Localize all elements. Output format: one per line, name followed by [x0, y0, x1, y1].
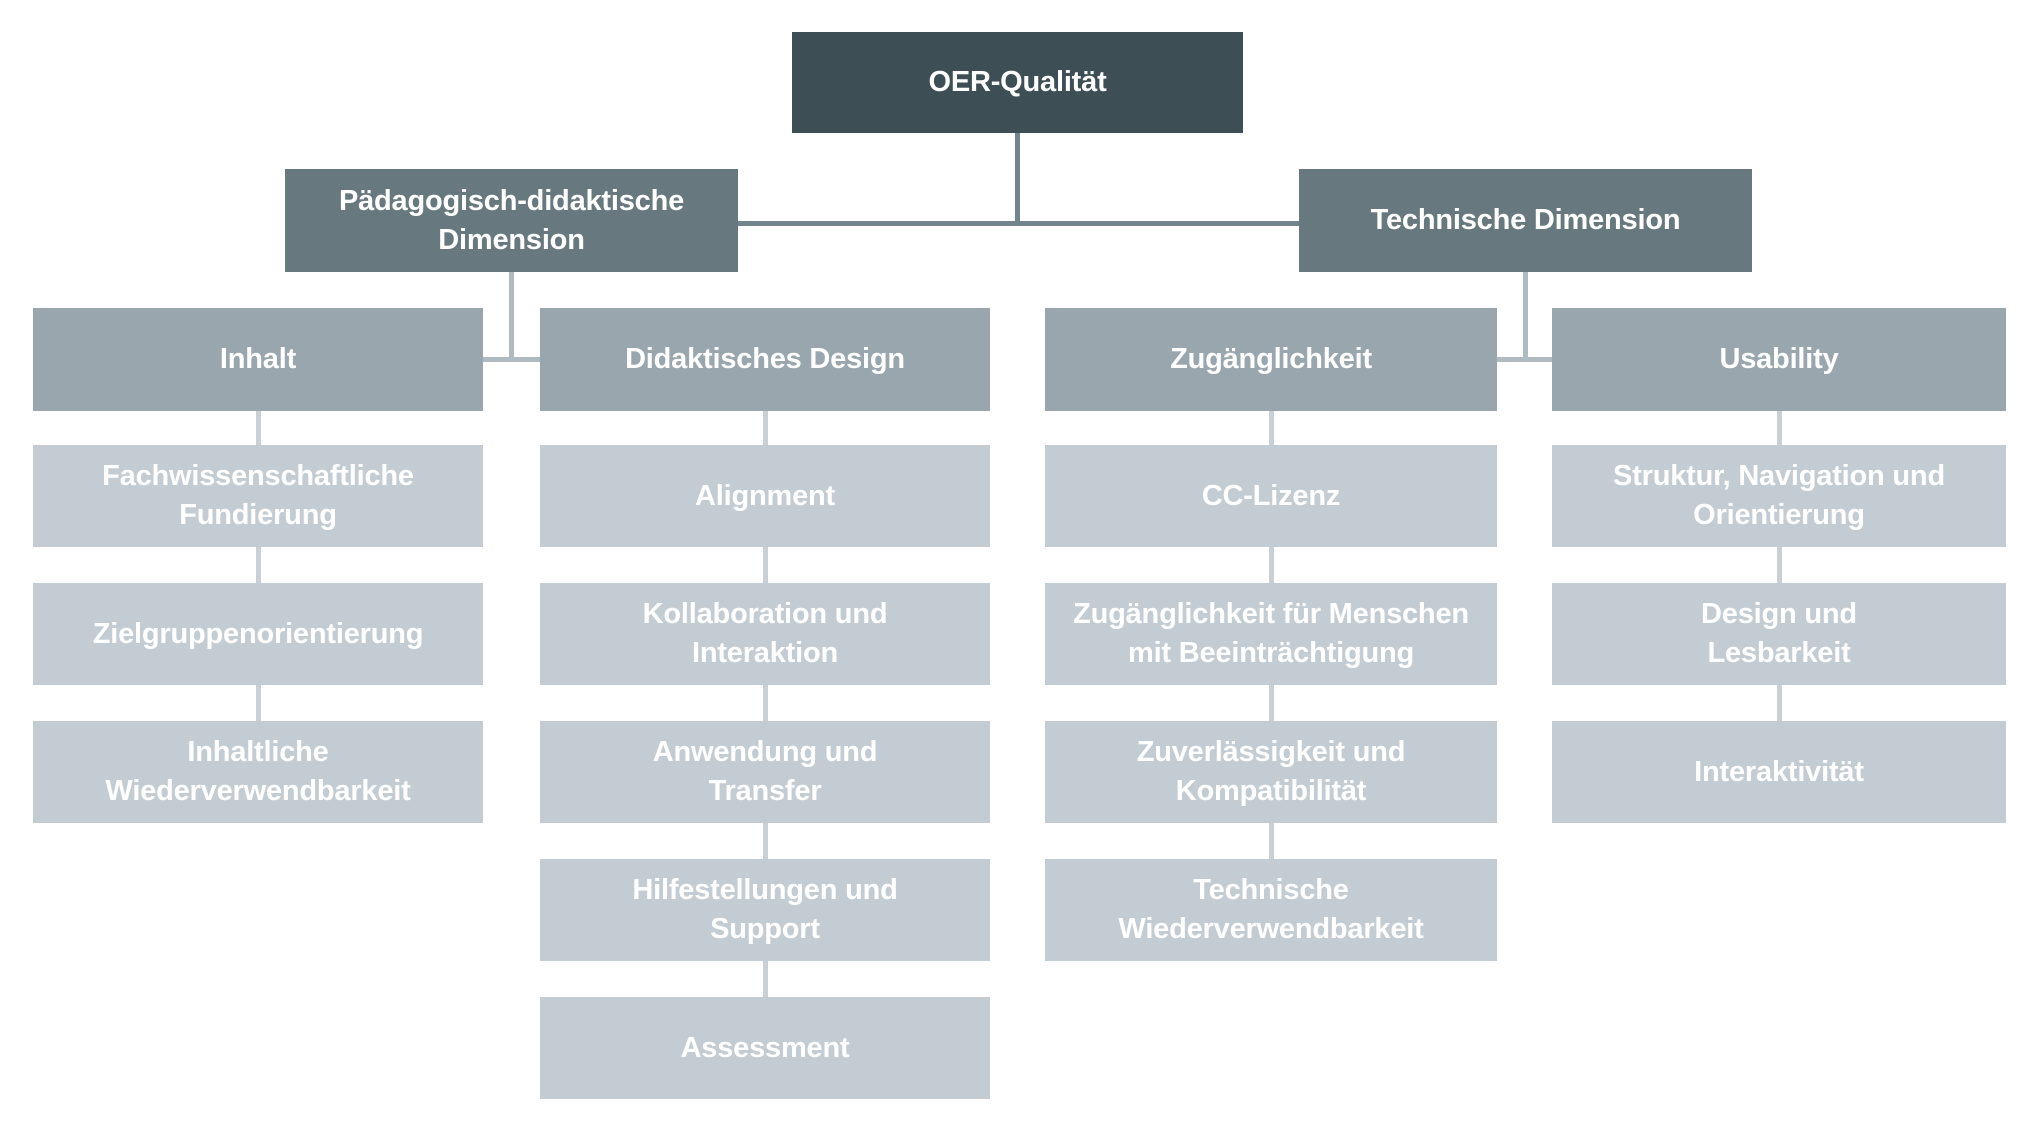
connector-zugaenglichkeit-child-0 [1269, 411, 1274, 445]
criterion-node-inhaltliche-wiederverwendbarkeit: Inhaltliche Wiederverwendbarkeit [33, 721, 483, 823]
root-node-oer-qualitaet: OER-Qualität [792, 32, 1243, 133]
dimension-node-paedagogisch-didaktisch: Pädagogisch-didaktische Dimension [285, 169, 738, 272]
criterion-node-anwendung-transfer: Anwendung und Transfer [540, 721, 990, 823]
criterion-node-technische-wiederverwendbarkeit: Technische Wiederverwendbarkeit [1045, 859, 1497, 961]
connector-inhalt-child-2 [256, 685, 261, 721]
connector-usability-child-1 [1777, 547, 1782, 583]
connector-dimension-technisch-horizontal [1497, 357, 1552, 362]
connector-usability-child-2 [1777, 685, 1782, 721]
criterion-node-hilfestellungen-support: Hilfestellungen und Support [540, 859, 990, 961]
connector-didaktisches-child-1 [763, 547, 768, 583]
criterion-node-zuverlaessigkeit-kompatibilitaet: Zuverlässigkeit und Kompatibilität [1045, 721, 1497, 823]
criterion-node-cc-lizenz: CC-Lizenz [1045, 445, 1497, 547]
criterion-node-struktur-navigation-orientierung: Struktur, Navigation und Orientierung [1552, 445, 2006, 547]
connector-zugaenglichkeit-child-1 [1269, 547, 1274, 583]
criterion-node-assessment: Assessment [540, 997, 990, 1099]
criterion-node-kollaboration-interaktion: Kollaboration und Interaktion [540, 583, 990, 685]
connector-didaktisches-child-2 [763, 685, 768, 721]
connector-inhalt-child-1 [256, 547, 261, 583]
category-node-usability: Usability [1552, 308, 2006, 411]
connector-zugaenglichkeit-child-3 [1269, 823, 1274, 859]
connector-dimension-paedagogisch-vertical [509, 272, 514, 357]
connector-inhalt-child-0 [256, 411, 261, 445]
criterion-node-design-lesbarkeit: Design und Lesbarkeit [1552, 583, 2006, 685]
connector-dimension-technisch-vertical [1523, 272, 1528, 357]
dimension-node-technisch: Technische Dimension [1299, 169, 1752, 272]
criterion-node-zielgruppenorientierung: Zielgruppenorientierung [33, 583, 483, 685]
category-node-inhalt: Inhalt [33, 308, 483, 411]
criterion-node-interaktivitaet: Interaktivität [1552, 721, 2006, 823]
connector-root-vertical [1015, 133, 1020, 221]
connector-didaktisches-child-4 [763, 961, 768, 997]
connector-root-horizontal [738, 221, 1299, 226]
connector-didaktisches-child-3 [763, 823, 768, 859]
criterion-node-fachwissenschaftliche-fundierung: Fachwissenschaftliche Fundierung [33, 445, 483, 547]
category-node-zugaenglichkeit: Zugänglichkeit [1045, 308, 1497, 411]
criterion-node-alignment: Alignment [540, 445, 990, 547]
category-node-didaktisches-design: Didaktisches Design [540, 308, 990, 411]
connector-usability-child-0 [1777, 411, 1782, 445]
connector-didaktisches-child-0 [763, 411, 768, 445]
connector-zugaenglichkeit-child-2 [1269, 685, 1274, 721]
connector-dimension-paedagogisch-horizontal [483, 357, 540, 362]
criterion-node-zugaenglichkeit-beeintraechtigung: Zugänglichkeit für Menschen mit Beeinträ… [1045, 583, 1497, 685]
